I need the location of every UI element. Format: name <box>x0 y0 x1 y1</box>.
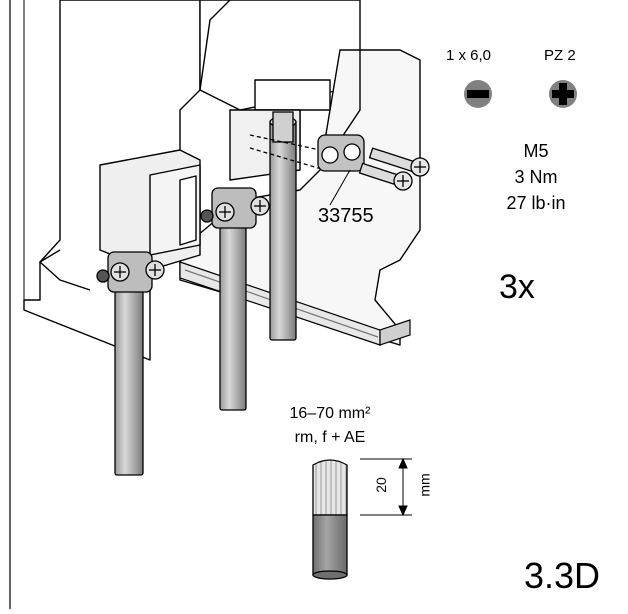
conductor-rods <box>114 119 297 476</box>
pozidriv-tool-label: PZ 2 <box>544 47 576 64</box>
strip-length-dimension <box>360 457 412 517</box>
rod-top <box>269 111 297 143</box>
strip-length-unit: mm <box>416 473 433 497</box>
wire-cross-section: 16–70 mm² <box>289 405 371 422</box>
torque-lbin: 27 lb·in <box>506 193 566 213</box>
quantity: 3x <box>499 268 535 306</box>
step-number: 3.3D <box>524 555 601 596</box>
torque-nm: 3 Nm <box>514 167 558 187</box>
clamp-2 <box>200 187 270 229</box>
screw-2 <box>358 162 413 191</box>
housing <box>23 0 421 361</box>
flat-screwdriver-icon <box>464 80 492 108</box>
flat-tool-label: 1 x 6,0 <box>446 47 492 64</box>
pozidriv-screwdriver-icon <box>549 80 577 108</box>
part-number: 33755 <box>318 205 374 227</box>
strip-length-value: 20 <box>372 477 389 493</box>
stripped-wire <box>312 459 348 580</box>
screw-1 <box>368 147 430 177</box>
wire-types: rm, f + AE <box>294 429 366 446</box>
terminal-clamps <box>96 111 297 293</box>
clamp-1 <box>96 251 165 293</box>
exploded-clamp <box>249 134 430 206</box>
screw-size: M5 <box>523 141 549 161</box>
